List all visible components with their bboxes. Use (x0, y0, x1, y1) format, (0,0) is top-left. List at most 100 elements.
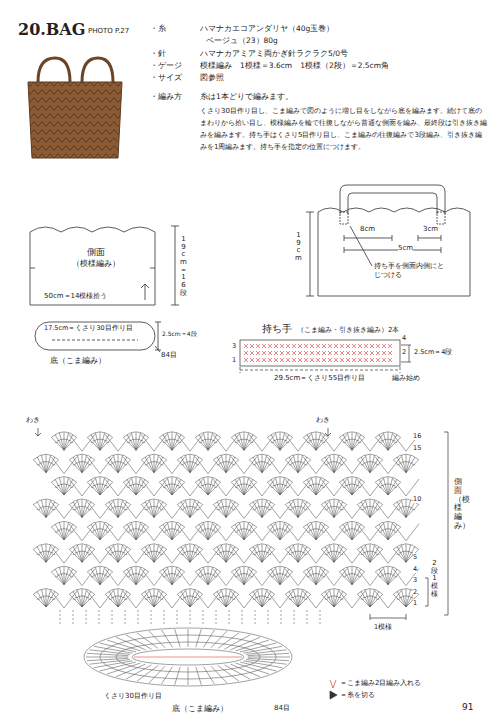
stroke (352, 482, 365, 495)
stroke (303, 546, 329, 563)
stroke (35, 322, 155, 350)
label: ・サイズ (150, 73, 182, 82)
stroke (250, 442, 253, 443)
stroke (357, 434, 383, 451)
stroke (52, 340, 138, 341)
stroke (42, 551, 45, 552)
stroke (154, 502, 163, 518)
stroke (370, 344, 374, 348)
stroke (104, 575, 107, 576)
stroke (370, 547, 379, 563)
stroke (138, 610, 139, 624)
stroke (327, 597, 330, 598)
stroke (105, 499, 130, 505)
stroke (330, 596, 333, 597)
stroke (217, 502, 226, 518)
stroke (65, 439, 68, 440)
stroke (340, 344, 344, 348)
stroke (100, 522, 101, 540)
stroke (199, 442, 202, 443)
stroke (167, 478, 172, 495)
label: 2.5cm＝4段 (162, 330, 197, 338)
stroke (99, 528, 102, 529)
stroke (320, 485, 323, 486)
stroke (57, 440, 60, 441)
stroke (176, 530, 179, 531)
stroke (100, 432, 101, 450)
bag-photo (28, 58, 122, 158)
stroke (137, 666, 158, 682)
stroke (255, 463, 258, 464)
stroke (204, 574, 207, 575)
stroke (168, 574, 171, 575)
stroke (173, 529, 176, 530)
stroke (239, 522, 244, 539)
stroke (267, 432, 292, 438)
stitch-marks (244, 344, 392, 362)
stroke (106, 576, 109, 577)
stroke (196, 667, 202, 685)
stroke (273, 440, 276, 441)
label: 50cm＝14模様拾う (44, 292, 107, 301)
stroke (304, 554, 307, 555)
stroke (68, 575, 71, 576)
stroke (149, 500, 154, 517)
stroke (298, 547, 307, 563)
stroke (208, 567, 209, 585)
stroke (375, 477, 400, 483)
stroke (73, 509, 76, 510)
stroke (64, 569, 73, 585)
stroke (149, 590, 154, 607)
stroke (418, 235, 441, 241)
stroke (211, 631, 227, 648)
stroke (343, 569, 352, 585)
stroke (147, 552, 150, 553)
stroke (185, 455, 190, 472)
stroke (387, 439, 390, 440)
stroke (162, 667, 173, 684)
stroke (268, 358, 272, 362)
stroke (376, 554, 379, 555)
stroke (51, 432, 76, 438)
stroke (284, 440, 287, 441)
stroke (196, 554, 199, 555)
stroke (178, 532, 181, 533)
stroke (118, 505, 131, 518)
stroke (392, 575, 395, 576)
stroke (293, 500, 298, 517)
stroke (105, 569, 131, 586)
stroke (286, 576, 289, 577)
stroke (405, 551, 408, 552)
stroke (129, 575, 132, 576)
stroke (181, 457, 190, 473)
stroke (321, 499, 346, 505)
stroke (280, 527, 293, 540)
stroke (248, 657, 290, 658)
stroke (330, 462, 333, 463)
stroke (91, 569, 100, 585)
stroke (302, 507, 305, 508)
stroke (304, 599, 307, 600)
stroke (145, 457, 154, 473)
stroke (87, 477, 112, 483)
stroke (50, 552, 53, 553)
stroke (389, 484, 392, 485)
stroke (361, 509, 364, 510)
stroke (317, 529, 320, 530)
stroke (122, 463, 125, 464)
stroke (329, 590, 334, 607)
stroke (78, 596, 81, 597)
stroke (150, 506, 153, 507)
stroke (285, 544, 310, 550)
stroke (351, 573, 354, 574)
stroke (73, 547, 82, 563)
stroke (227, 462, 230, 463)
stroke (189, 461, 192, 462)
stroke (201, 530, 204, 531)
stroke (118, 549, 131, 562)
stroke (273, 485, 276, 486)
stroke (384, 574, 387, 575)
stroke (329, 455, 334, 472)
stroke (171, 573, 174, 574)
stroke (173, 484, 176, 485)
